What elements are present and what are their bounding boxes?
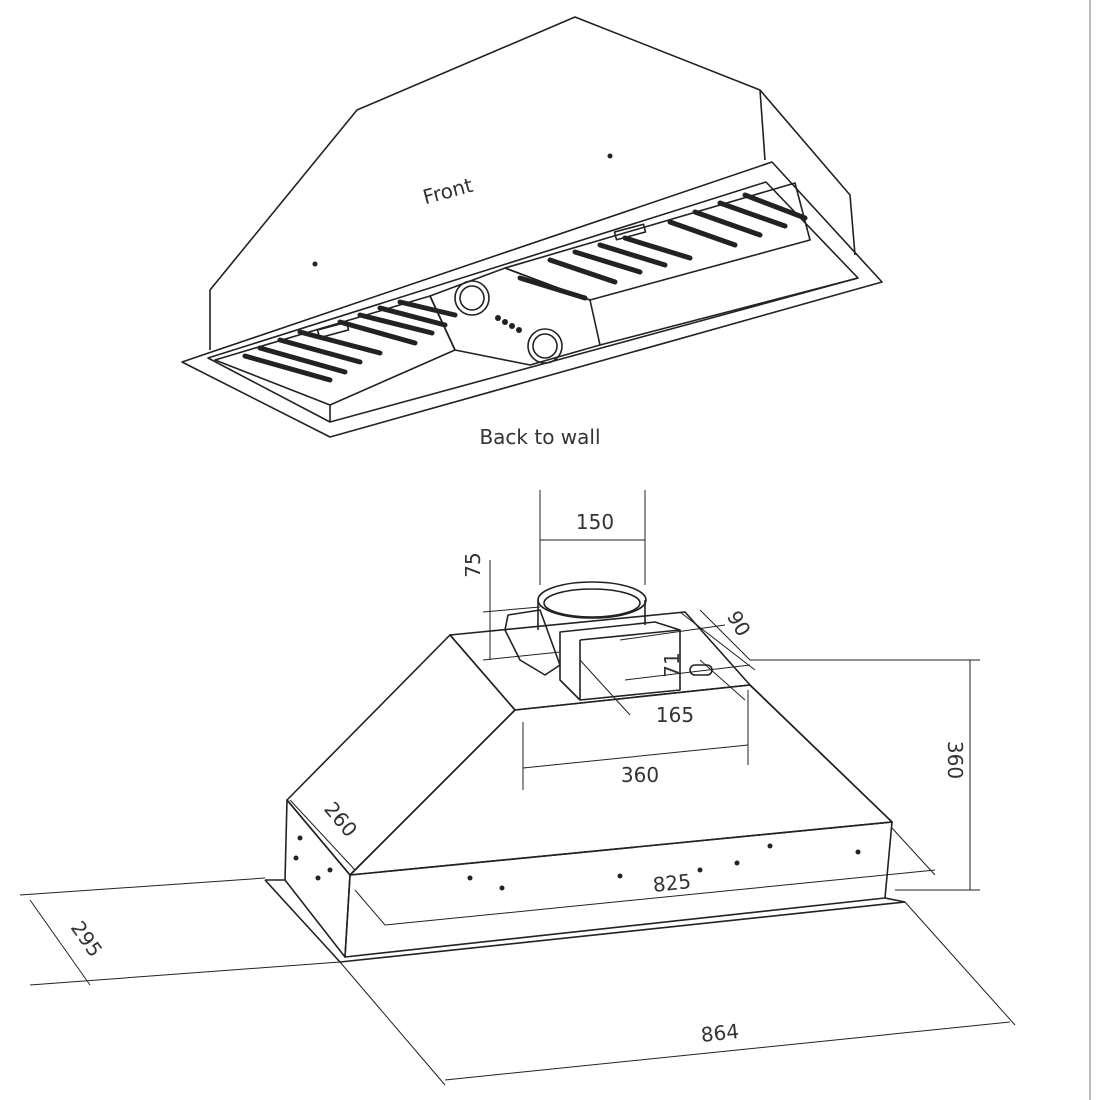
top-view-hood: Front Back to wall xyxy=(181,16,883,449)
dim-side-depth: 260 xyxy=(319,797,362,842)
control-buttons[interactable] xyxy=(495,315,522,333)
dim-height: 360 xyxy=(943,741,967,779)
base-plate xyxy=(264,879,906,963)
lamp-right xyxy=(527,328,563,364)
left-slope xyxy=(286,634,516,876)
dim-motor-height: 71 xyxy=(660,652,684,677)
dimension-lines xyxy=(19,490,1016,1086)
dim-body-width: 825 xyxy=(652,869,692,897)
dim-duct-diameter: 150 xyxy=(576,510,614,534)
hood-right-side xyxy=(759,89,856,256)
left-side xyxy=(284,799,351,958)
filter-slots xyxy=(242,192,808,383)
dim-motor-width: 165 xyxy=(656,703,694,727)
right-light xyxy=(613,223,647,241)
motor-box xyxy=(559,621,681,701)
screw-holes xyxy=(293,835,861,891)
dim-top-width: 360 xyxy=(621,763,659,787)
hood-body-outline xyxy=(209,16,766,350)
dim-duct-height: 75 xyxy=(461,552,485,577)
left-filter xyxy=(214,295,456,406)
dim-cutout-depth: 295 xyxy=(66,916,108,961)
lamp-left xyxy=(454,280,490,316)
left-light xyxy=(316,321,350,339)
front-face xyxy=(344,821,893,958)
capacitor-box xyxy=(504,609,561,676)
dim-motor-depth: 90 xyxy=(722,606,756,640)
front-label: Front xyxy=(420,173,475,209)
dimension-labels: 150 75 90 71 165 360 360 260 825 295 864 xyxy=(66,510,967,1047)
back-to-wall-label: Back to wall xyxy=(479,425,600,449)
top-plate xyxy=(449,611,751,711)
duct-collar xyxy=(537,581,647,619)
dim-overall-width: 864 xyxy=(700,1019,740,1047)
mounting-frame xyxy=(181,161,883,438)
